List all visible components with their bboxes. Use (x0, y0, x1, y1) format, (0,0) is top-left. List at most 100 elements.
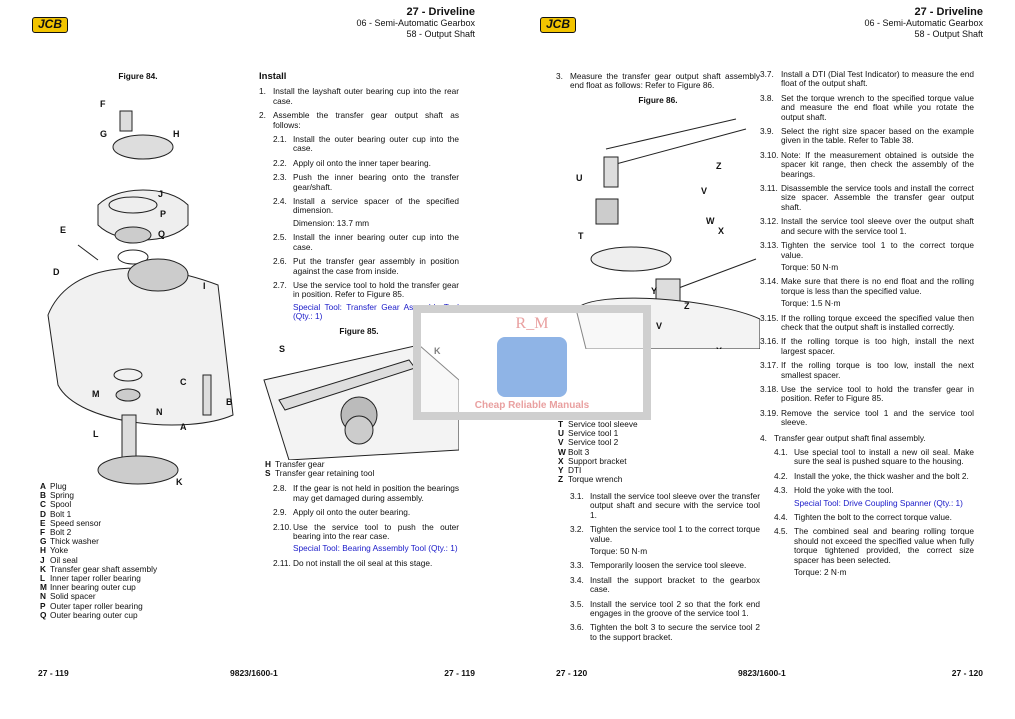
svg-text:L: L (93, 429, 99, 439)
procedure-step: 4.4.Tighten the bolt to the correct torq… (760, 512, 974, 522)
svg-text:V: V (656, 321, 662, 331)
step-text: The combined seal and bearing rolling to… (794, 526, 974, 565)
step-number: 3.17. (760, 360, 779, 371)
step-text: Push the inner bearing onto the transfer… (293, 172, 459, 192)
step-text: Set the torque wrench to the specified t… (781, 92, 974, 122)
legend-key: H (40, 545, 46, 556)
procedure-step: 3.16.If the rolling torque is too high, … (760, 337, 974, 356)
step-4: 4.Transfer gear output shaft final assem… (760, 433, 974, 443)
procedure-step: 2.4.Install a service spacer of the spec… (259, 196, 459, 228)
step-text: Install the layshaft outer bearing cup i… (273, 86, 459, 106)
special-tool-link[interactable]: Special Tool: Transfer Gear Assembly Too… (293, 301, 459, 322)
legend-label: Solid spacer (50, 591, 96, 602)
legend-label: Bolt 3 (568, 446, 590, 457)
svg-text:H: H (173, 129, 180, 139)
page-header: 27 - Driveline 06 - Semi-Automatic Gearb… (864, 6, 983, 39)
step-text: Do not install the oil seal at this stag… (293, 557, 433, 568)
special-tool-link[interactable]: Special Tool: Bearing Assembly Tool (Qty… (293, 543, 458, 554)
procedure-step: 3.1.Install the service tool sleeve over… (556, 491, 760, 520)
legend-key: B (40, 490, 46, 501)
step-text: Install a DTI (Dial Test Indicator) to m… (781, 69, 974, 89)
watermark-bottom-text: Cheap Reliable Manuals (474, 400, 590, 411)
step-text: Make sure that there is no end float and… (781, 276, 974, 296)
legend-label: Transfer gear (275, 458, 325, 469)
special-tool-link[interactable]: Special Tool: Drive Coupling Spanner (Qt… (794, 497, 963, 508)
step-text: Tighten the bolt 3 to secure the service… (590, 622, 760, 642)
procedure-step: 3.5.Install the service tool 2 so that t… (556, 599, 760, 619)
svg-text:V: V (701, 186, 707, 196)
legend-label: Service tool sleeve (568, 419, 638, 429)
step-number: 3.1. (570, 491, 584, 501)
svg-text:Z: Z (716, 161, 722, 171)
spec-value: Torque: 50 N·m (590, 546, 648, 557)
svg-text:B: B (226, 397, 233, 407)
procedure-step: 3.6.Tighten the bolt 3 to secure the ser… (556, 623, 760, 642)
step-number: 2.2. (273, 157, 287, 168)
procedure-step: 3.17.If the rolling torque is too low, i… (760, 360, 974, 380)
step-text: Use the service tool to hold the transfe… (293, 279, 459, 300)
procedure-step: 2.Assemble the transfer gear output shaf… (259, 110, 459, 130)
spec-value: Torque: 1.5 N·m (781, 298, 841, 309)
legend-key: F (40, 527, 46, 538)
legend-key: J (40, 554, 45, 565)
legend-key: K (40, 563, 46, 574)
legend-key: U (558, 428, 564, 439)
svg-text:X: X (716, 346, 722, 349)
chapter-title: 27 - Driveline (914, 6, 983, 18)
step-number: 3.15. (760, 312, 779, 323)
svg-text:Q: Q (158, 229, 165, 239)
right-page: JCB 27 - Driveline 06 - Semi-Automatic G… (508, 0, 1015, 719)
svg-text:W: W (706, 216, 715, 226)
step-text: Select the right size spacer based on th… (781, 126, 974, 146)
step-number: 3.3. (570, 560, 584, 571)
legend-label: Bolt 1 (50, 508, 72, 519)
svg-text:I: I (203, 281, 206, 291)
legend-item: H Transfer gear (265, 458, 459, 469)
step-text: Hold the yoke with the tool. (794, 485, 894, 496)
document-number: 9823/1600-1 (230, 668, 278, 678)
step-number: 4.2. (774, 470, 788, 481)
procedure-step: 2.1.Install the outer bearing outer cup … (259, 134, 459, 154)
legend-label: Speed sensor (50, 517, 102, 528)
spec-value: Torque: 2 N·m (794, 567, 847, 578)
step-text: Install the service tool sleeve over the… (781, 216, 974, 236)
svg-text:N: N (156, 407, 163, 417)
legend-label: Plug (50, 481, 67, 491)
procedure-step: 3.9.Select the right size spacer based o… (760, 126, 974, 146)
legend-key: N (40, 591, 46, 602)
step-number: 3.10. (760, 149, 779, 160)
procedure-step: 4.5. The combined seal and bearing rollin… (760, 527, 974, 577)
step-number: 3.7. (760, 69, 774, 79)
spec-value: Dimension: 13.7 mm (293, 217, 370, 228)
legend-label: Service tool 1 (568, 428, 619, 439)
subsection-title: 58 - Output Shaft (406, 28, 475, 39)
legend-key: H (265, 458, 271, 469)
step-text: Apply oil onto the inner taper bearing. (293, 157, 431, 168)
svg-text:A: A (180, 422, 187, 432)
step-number: 2.8. (273, 483, 287, 494)
procedure-step: 3.15.If the rolling torque exceed the sp… (760, 312, 974, 333)
svg-text:F: F (100, 99, 106, 109)
procedure-step: 4.2.Install the yoke, the thick washer a… (760, 470, 974, 481)
legend-label: Thick washer (50, 536, 99, 547)
step-number: 2.11. (273, 557, 291, 568)
step-number: 2.7. (273, 279, 287, 290)
figure-title: Figure 84. (118, 71, 158, 81)
step-number: 3.11. (760, 183, 778, 194)
page-number: 27 - 120 (556, 668, 588, 678)
step-number: 4.5. (774, 526, 788, 537)
legend-key: W (558, 446, 566, 457)
svg-text:Y: Y (651, 286, 657, 296)
